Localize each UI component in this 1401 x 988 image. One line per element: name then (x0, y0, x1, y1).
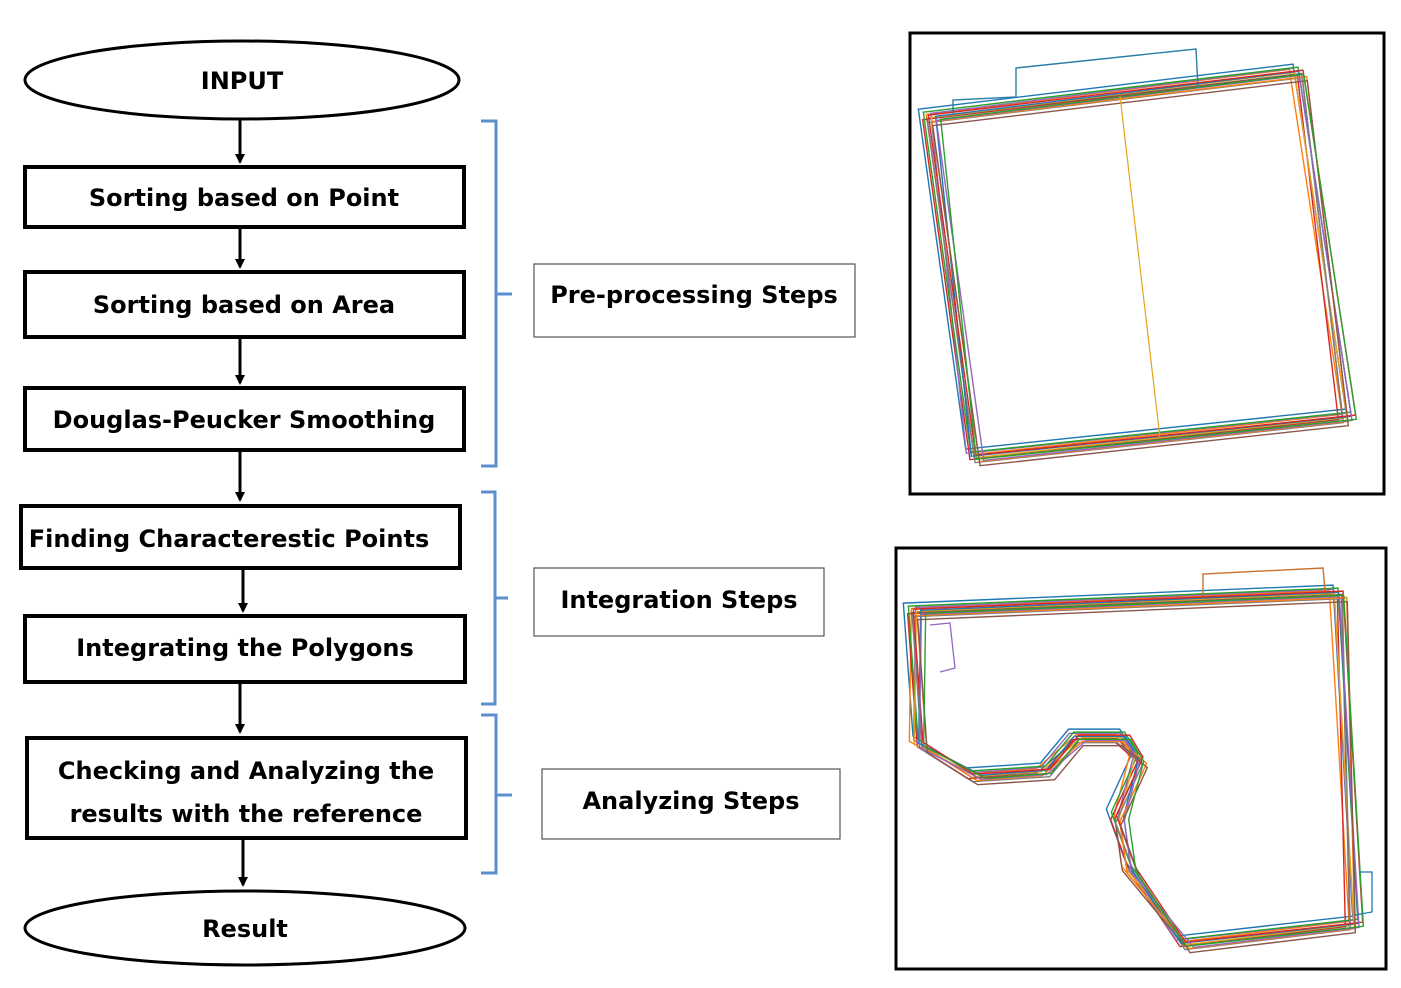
group-analyzing: Analyzing Steps (541, 768, 841, 840)
step-douglas-peucker-label: Douglas-Peucker Smoothing (53, 406, 436, 434)
bottom-polygon-tab (1202, 567, 1326, 596)
top-polygon-tab (952, 48, 1199, 115)
group-braces (481, 119, 512, 875)
step-sorting-area-label: Sorting based on Area (93, 291, 395, 319)
polygon-figure-bottom (902, 567, 1373, 954)
brace-preprocessing (481, 119, 512, 468)
polygon-figure-bottom-frame (894, 546, 1388, 971)
start-node: INPUT (23, 39, 461, 121)
bottom-polygon-notch (929, 622, 956, 673)
step-characteristic-points-label: Finding Characterestic Points (29, 525, 429, 553)
group-analyzing-label: Analyzing Steps (582, 787, 799, 815)
brace-analyzing (481, 713, 512, 875)
top-polygon-split-line (1119, 95, 1161, 439)
step-integrating-polygons: Integrating the Polygons (23, 614, 467, 684)
flow-arrows (235, 120, 248, 887)
start-label: INPUT (201, 67, 284, 95)
group-integration: Integration Steps (533, 567, 825, 637)
end-node: Result (23, 889, 467, 967)
step-douglas-peucker: Douglas-Peucker Smoothing (23, 386, 466, 452)
bottom-polygon-outline (922, 594, 1365, 948)
step-sorting-point: Sorting based on Point (23, 165, 466, 229)
step-sorting-area: Sorting based on Area (23, 270, 466, 339)
step-integrating-polygons-label: Integrating the Polygons (76, 634, 413, 662)
top-polygon-outline (939, 73, 1358, 461)
polygon-figure-top (917, 48, 1358, 467)
step-checking-analyzing-line2: results with the reference (70, 800, 423, 828)
top-polygon-outline (931, 79, 1350, 467)
bottom-polygon-corner (1354, 871, 1373, 916)
step-sorting-point-label: Sorting based on Point (89, 184, 399, 212)
brace-integration (481, 490, 508, 706)
group-preprocessing-label: Pre-processing Steps (550, 281, 838, 309)
group-integration-label: Integration Steps (560, 586, 797, 614)
step-characteristic-points: Finding Characterestic Points (19, 504, 462, 570)
step-checking-analyzing: Checking and Analyzing the results with … (25, 736, 468, 840)
group-preprocessing: Pre-processing Steps (533, 263, 856, 338)
step-checking-analyzing-line1: Checking and Analyzing the (58, 757, 434, 785)
end-label: Result (202, 915, 288, 943)
bottom-polygon-outline (916, 600, 1357, 954)
